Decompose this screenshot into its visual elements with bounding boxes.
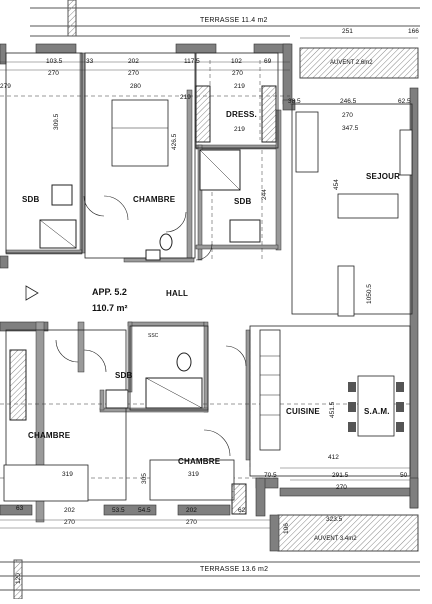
dim-53-5: 53.5 — [112, 507, 125, 514]
auvent-bottom — [277, 514, 419, 552]
dim-451-5: 451.5 — [329, 401, 336, 418]
room-dress: DRESS. — [226, 110, 257, 119]
island — [337, 265, 355, 317]
dim-319b: 319 — [188, 471, 199, 478]
dim-103-5: 103.5 — [46, 58, 63, 65]
room-hall: HALL — [166, 289, 189, 298]
room-sam: S.A.M. — [364, 407, 390, 416]
chairs — [348, 382, 404, 432]
sofa — [337, 193, 399, 219]
wc-low — [176, 352, 192, 372]
exterior-walls — [0, 43, 419, 552]
bed-top — [111, 99, 169, 167]
apartment-name: APP. 5.2 — [92, 287, 127, 297]
dining-table — [357, 375, 395, 437]
dim-279: 279 — [0, 83, 11, 90]
room-sdb-low: SDB — [115, 371, 133, 380]
wardrobe-d — [231, 483, 247, 515]
dim-319a: 319 — [62, 471, 73, 478]
room-chambre-left: CHAMBRE — [28, 431, 71, 440]
dim-70-5: 70.5 — [264, 472, 277, 479]
room-chambre-top: CHAMBRE — [133, 195, 176, 204]
dim-202b: 202 — [64, 507, 75, 514]
dim-54-5: 54.5 — [138, 507, 151, 514]
dim-62: 62 — [238, 507, 246, 514]
dim-426-5: 426.5 — [171, 133, 178, 150]
dim-270e: 270 — [64, 519, 75, 526]
dim-270-bottom: 270 — [336, 484, 347, 491]
room-sdb-left: SDB — [22, 195, 40, 204]
armchair — [295, 111, 319, 173]
dim-347-5: 347.5 — [342, 125, 359, 132]
door-arcs — [55, 195, 247, 457]
dim-454: 454 — [333, 179, 340, 190]
dim-63: 63 — [16, 505, 24, 512]
dim-270a: 270 — [48, 70, 59, 77]
wardrobe-c — [9, 349, 27, 421]
room-ssc: SSC — [148, 333, 159, 339]
room-chambre-mid: CHAMBRE — [178, 457, 221, 466]
terrace-top-label: TERRASSE 11.4 m2 — [200, 17, 268, 24]
wardrobe-b — [261, 85, 277, 143]
sdb-mid-sink — [229, 219, 261, 243]
entry-arrow-icon — [25, 285, 39, 301]
dim-309-5: 309.5 — [53, 113, 60, 130]
dim-291-5: 291.5 — [332, 472, 349, 479]
terrace-bottom-railing — [0, 561, 420, 591]
dim-38-5: 38.5 — [288, 98, 301, 105]
dim-219c: 219 — [180, 94, 191, 101]
apartment-area: 110.7 m² — [92, 303, 128, 313]
dim-33: 33 — [86, 58, 94, 65]
wc-top-sink — [145, 249, 161, 261]
dim-50: 50 — [400, 472, 408, 479]
kitchen-lines — [260, 355, 280, 416]
dim-202c: 202 — [186, 507, 197, 514]
dim-270c: 270 — [232, 70, 243, 77]
room-sdb-mid: SDB — [234, 197, 252, 206]
dim-323-5: 323.5 — [326, 516, 343, 523]
terrace-top-pillar — [67, 0, 77, 37]
room-sejour: SEJOUR — [366, 172, 401, 181]
auvent-top — [299, 47, 419, 79]
dim-69: 69 — [264, 58, 272, 65]
dim-202a: 202 — [128, 58, 139, 65]
kitchen-counter — [259, 329, 281, 451]
dim-246-5: 246.5 — [340, 98, 357, 105]
wc-top — [159, 233, 173, 251]
dim-62-5: 62.5 — [398, 98, 411, 105]
tv-unit — [399, 129, 413, 176]
bed-mid — [149, 459, 235, 501]
dim-270f: 270 — [186, 519, 197, 526]
room-cuisine: CUISINE — [286, 407, 320, 416]
dim-219b: 219 — [234, 126, 245, 133]
auvent-top-label: AUVENT 2.6m2 — [330, 60, 373, 66]
dim-244: 244 — [261, 189, 268, 200]
terrace-bottom-label: TERRASSE 13.6 m2 — [200, 566, 269, 573]
dim-106: 106 — [283, 523, 290, 534]
sdb-left-sink — [51, 184, 73, 206]
auvent-bottom-label: AUVENT 3.4m2 — [314, 536, 357, 542]
dim-280: 280 — [130, 83, 141, 90]
dim-117-5: 117.5 — [184, 58, 200, 65]
dim-270d: 270 — [342, 112, 353, 119]
sdb-low-sink — [105, 389, 129, 409]
dim-305: 305 — [141, 473, 148, 484]
dim-219a: 219 — [234, 83, 245, 90]
bed-left — [3, 464, 89, 502]
dimension-lines — [0, 37, 418, 529]
dim-251: 251 — [342, 28, 353, 35]
dim-166: 166 — [408, 28, 419, 35]
dim-412: 412 — [328, 454, 339, 461]
wardrobe-a — [195, 85, 211, 143]
dim-270b: 270 — [128, 70, 139, 77]
dim-1050-5: 1050.5 — [366, 284, 373, 304]
dim-120: 120 — [15, 573, 22, 584]
dim-102: 102 — [231, 58, 242, 65]
